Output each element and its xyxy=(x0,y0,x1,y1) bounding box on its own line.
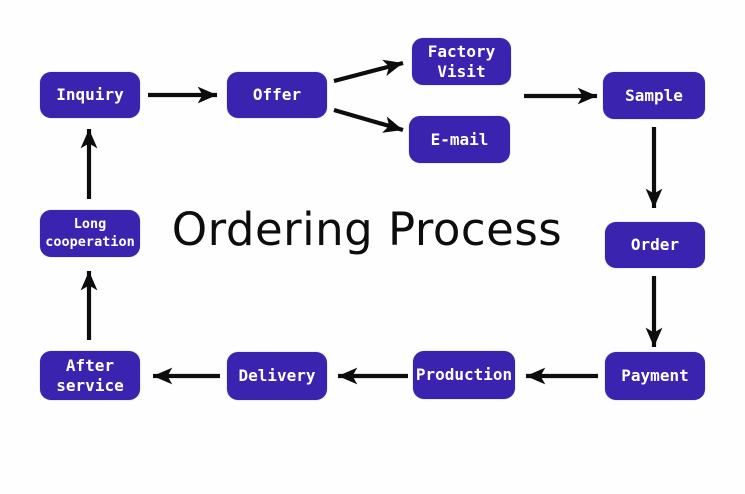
node-label: After service xyxy=(56,355,124,395)
node-after-service: After service xyxy=(40,351,140,400)
node-delivery: Delivery xyxy=(227,352,327,400)
node-label: Long cooperation xyxy=(45,215,135,250)
node-label: Sample xyxy=(625,85,683,105)
node-production: Production xyxy=(413,351,515,399)
node-inquiry: Inquiry xyxy=(40,72,140,118)
node-offer: Offer xyxy=(227,72,327,118)
node-payment: Payment xyxy=(605,352,705,400)
node-order: Order xyxy=(605,222,705,268)
node-long-cooperation: Long cooperation xyxy=(40,210,140,257)
node-label: Offer xyxy=(252,85,302,104)
node-label: Delivery xyxy=(238,366,316,385)
node-label: Production xyxy=(415,365,513,384)
node-e-mail: E-mail xyxy=(409,116,510,163)
node-label: Payment xyxy=(621,366,689,385)
diagram-title: Ordering Process xyxy=(171,203,563,256)
node-label: Factory Visit xyxy=(427,41,496,81)
node-label: E-mail xyxy=(430,129,489,149)
node-label: Inquiry xyxy=(56,85,124,104)
node-label: Order xyxy=(630,235,680,254)
node-sample: Sample xyxy=(603,72,705,119)
node-factory-visit: Factory Visit xyxy=(412,38,511,85)
